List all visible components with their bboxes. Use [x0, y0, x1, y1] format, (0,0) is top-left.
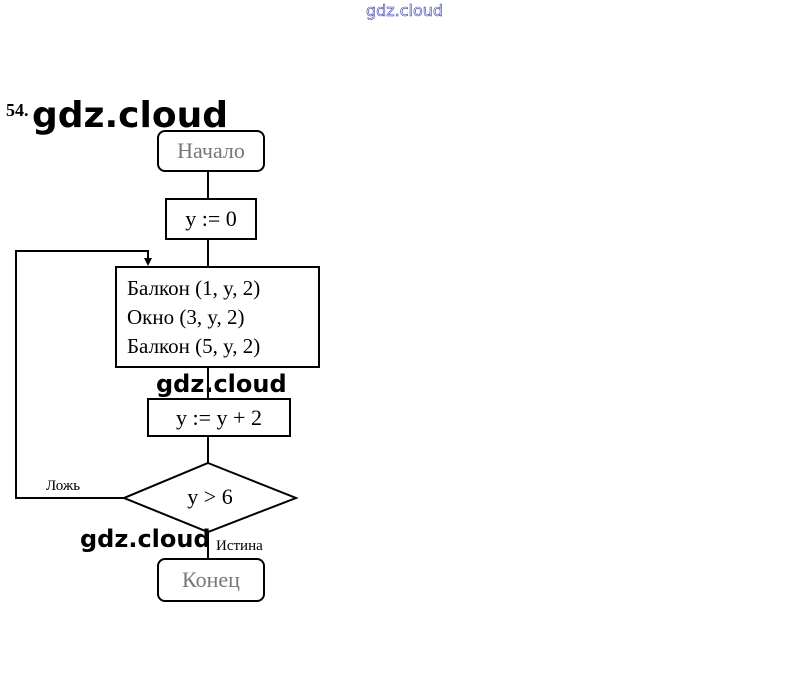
watermark-1: gdz.cloud: [32, 95, 228, 136]
true-label: Истина: [216, 538, 263, 554]
end-terminal: Конец: [157, 558, 265, 602]
arrowhead-icon: [144, 258, 152, 266]
task-number: 54.: [6, 100, 29, 120]
false-label: Ложь: [46, 478, 81, 494]
start-label: Начало: [177, 138, 245, 163]
connector-false-loop: [15, 250, 149, 499]
start-terminal: Начало: [157, 130, 265, 172]
end-label: Конец: [182, 567, 240, 592]
body-block: Балкон (1, y, 2) Окно (3, y, 2) Балкон (…: [115, 266, 320, 368]
watermark-2: gdz.cloud: [156, 370, 287, 398]
watermark-3: gdz.cloud: [80, 525, 211, 553]
init-block: y := 0: [165, 198, 257, 240]
increment-block: y := y + 2: [147, 398, 291, 437]
body-line-2: Окно (3, y, 2): [127, 304, 245, 329]
increment-label: y := y + 2: [176, 404, 262, 430]
condition-label: y > 6: [187, 484, 233, 509]
body-line-1: Балкон (1, y, 2): [127, 275, 261, 300]
body-line-3: Балкон (5, y, 2): [127, 333, 261, 358]
site-watermark-top: gdz.cloud: [365, 1, 444, 21]
init-label: y := 0: [185, 206, 237, 231]
